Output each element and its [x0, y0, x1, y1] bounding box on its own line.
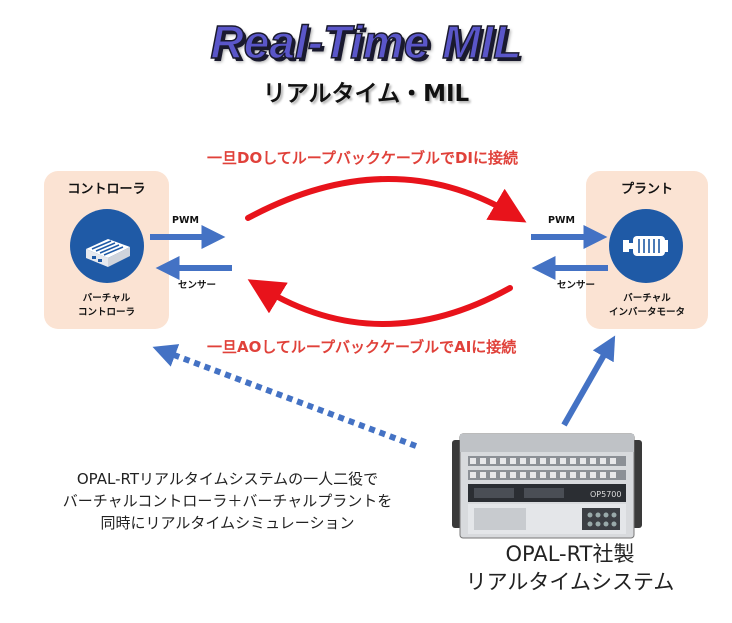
plant-pwm-label: PWM: [548, 215, 575, 226]
controller-box-icon: [86, 239, 130, 267]
description-line: 同時にリアルタイムシミュレーション: [100, 514, 355, 532]
opal-rt-device-image: OP5700: [452, 433, 642, 539]
description-line: OPAL-RTリアルタイムシステムの一人二役で: [76, 470, 379, 488]
system-to-plant-arrow: [561, 335, 616, 427]
title-logo: Real-Time MIL: [210, 15, 523, 69]
system-caption: OPAL-RT社製 リアルタイムシステム: [465, 542, 675, 594]
loop-arrow-bottom: [247, 279, 513, 327]
virtual-controller-label: バーチャル コントローラ: [77, 293, 135, 318]
controller-sensor-label: センサー: [178, 280, 217, 291]
virtual-controller-node: [70, 209, 144, 283]
motor-icon: [623, 236, 668, 256]
loop-arrow-top: [245, 176, 527, 223]
device-model-label: OP5700: [590, 490, 621, 499]
loop-label-top: 一旦DOしてループバックケーブルでDIに接続: [207, 149, 518, 167]
controller-panel-title: コントローラ: [67, 182, 146, 197]
virtual-motor-label: バーチャル インバータモータ: [608, 293, 685, 318]
description-text: OPAL-RTリアルタイムシステムの一人二役で バーチャルコントローラ＋バーチャ…: [20, 468, 435, 534]
plant-panel-title: プラント: [620, 182, 673, 197]
description-line: バーチャルコントローラ＋バーチャルプラントを: [62, 492, 393, 510]
system-to-controller-arrow: [152, 344, 418, 449]
title-subtitle: リアルタイム・MIL: [262, 81, 470, 107]
virtual-motor-node: [609, 209, 683, 283]
loop-label-bottom: 一旦AOしてループバックケーブルでAIに接続: [207, 338, 517, 356]
controller-pwm-label: PWM: [172, 215, 199, 226]
plant-sensor-label: センサー: [557, 280, 596, 291]
